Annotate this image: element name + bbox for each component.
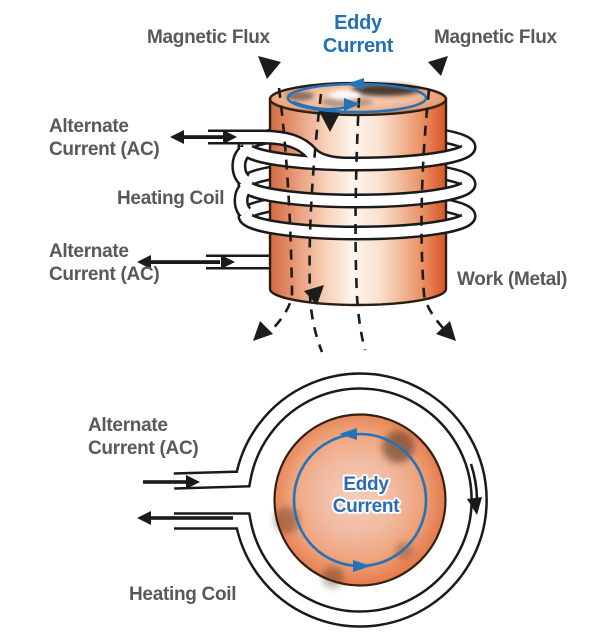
eddy-current-loop-icon xyxy=(286,78,428,114)
ac-double-arrow-lower-icon xyxy=(137,255,235,269)
label-alternate-current-upper: Alternate Current (AC) xyxy=(49,116,160,160)
heating-coil-front xyxy=(208,129,477,241)
label-eddy-current-top-view: Eddy Current xyxy=(332,474,400,517)
top-view-diagram xyxy=(137,372,488,628)
label-alternate-current-top-view: Alternate Current (AC) xyxy=(88,415,199,459)
label-heating-coil-top-view: Heating Coil xyxy=(129,584,237,605)
flux-arrow-up-right-icon xyxy=(428,56,448,76)
ac-out-arrow-icon xyxy=(137,511,233,525)
magnetic-flux-lines xyxy=(267,87,450,353)
coil-current-arrow-icon xyxy=(467,463,482,515)
flux-arrow-down-center-icon xyxy=(319,111,341,132)
ac-in-arrow-icon xyxy=(143,475,200,489)
flux-arrow-up-left-icon xyxy=(258,56,281,79)
flux-arrowheads xyxy=(253,56,456,341)
eddy-current-circle-icon xyxy=(292,428,428,572)
flux-arrow-down-right-icon xyxy=(436,321,456,341)
label-work-metal: Work (Metal) xyxy=(457,269,568,290)
flux-arrow-up-center-icon xyxy=(304,285,324,305)
label-magnetic-flux-right: Magnetic Flux xyxy=(434,27,557,48)
flux-arrow-down-left-icon xyxy=(253,321,273,341)
label-eddy-current-side: Eddy Current xyxy=(322,12,394,57)
side-view-diagram xyxy=(137,56,477,353)
label-magnetic-flux-left: Magnetic Flux xyxy=(147,27,270,48)
ac-double-arrow-upper-icon xyxy=(170,130,237,144)
label-alternate-current-lower: Alternate Current (AC) xyxy=(49,241,160,285)
label-heating-coil-side: Heating Coil xyxy=(117,188,225,209)
